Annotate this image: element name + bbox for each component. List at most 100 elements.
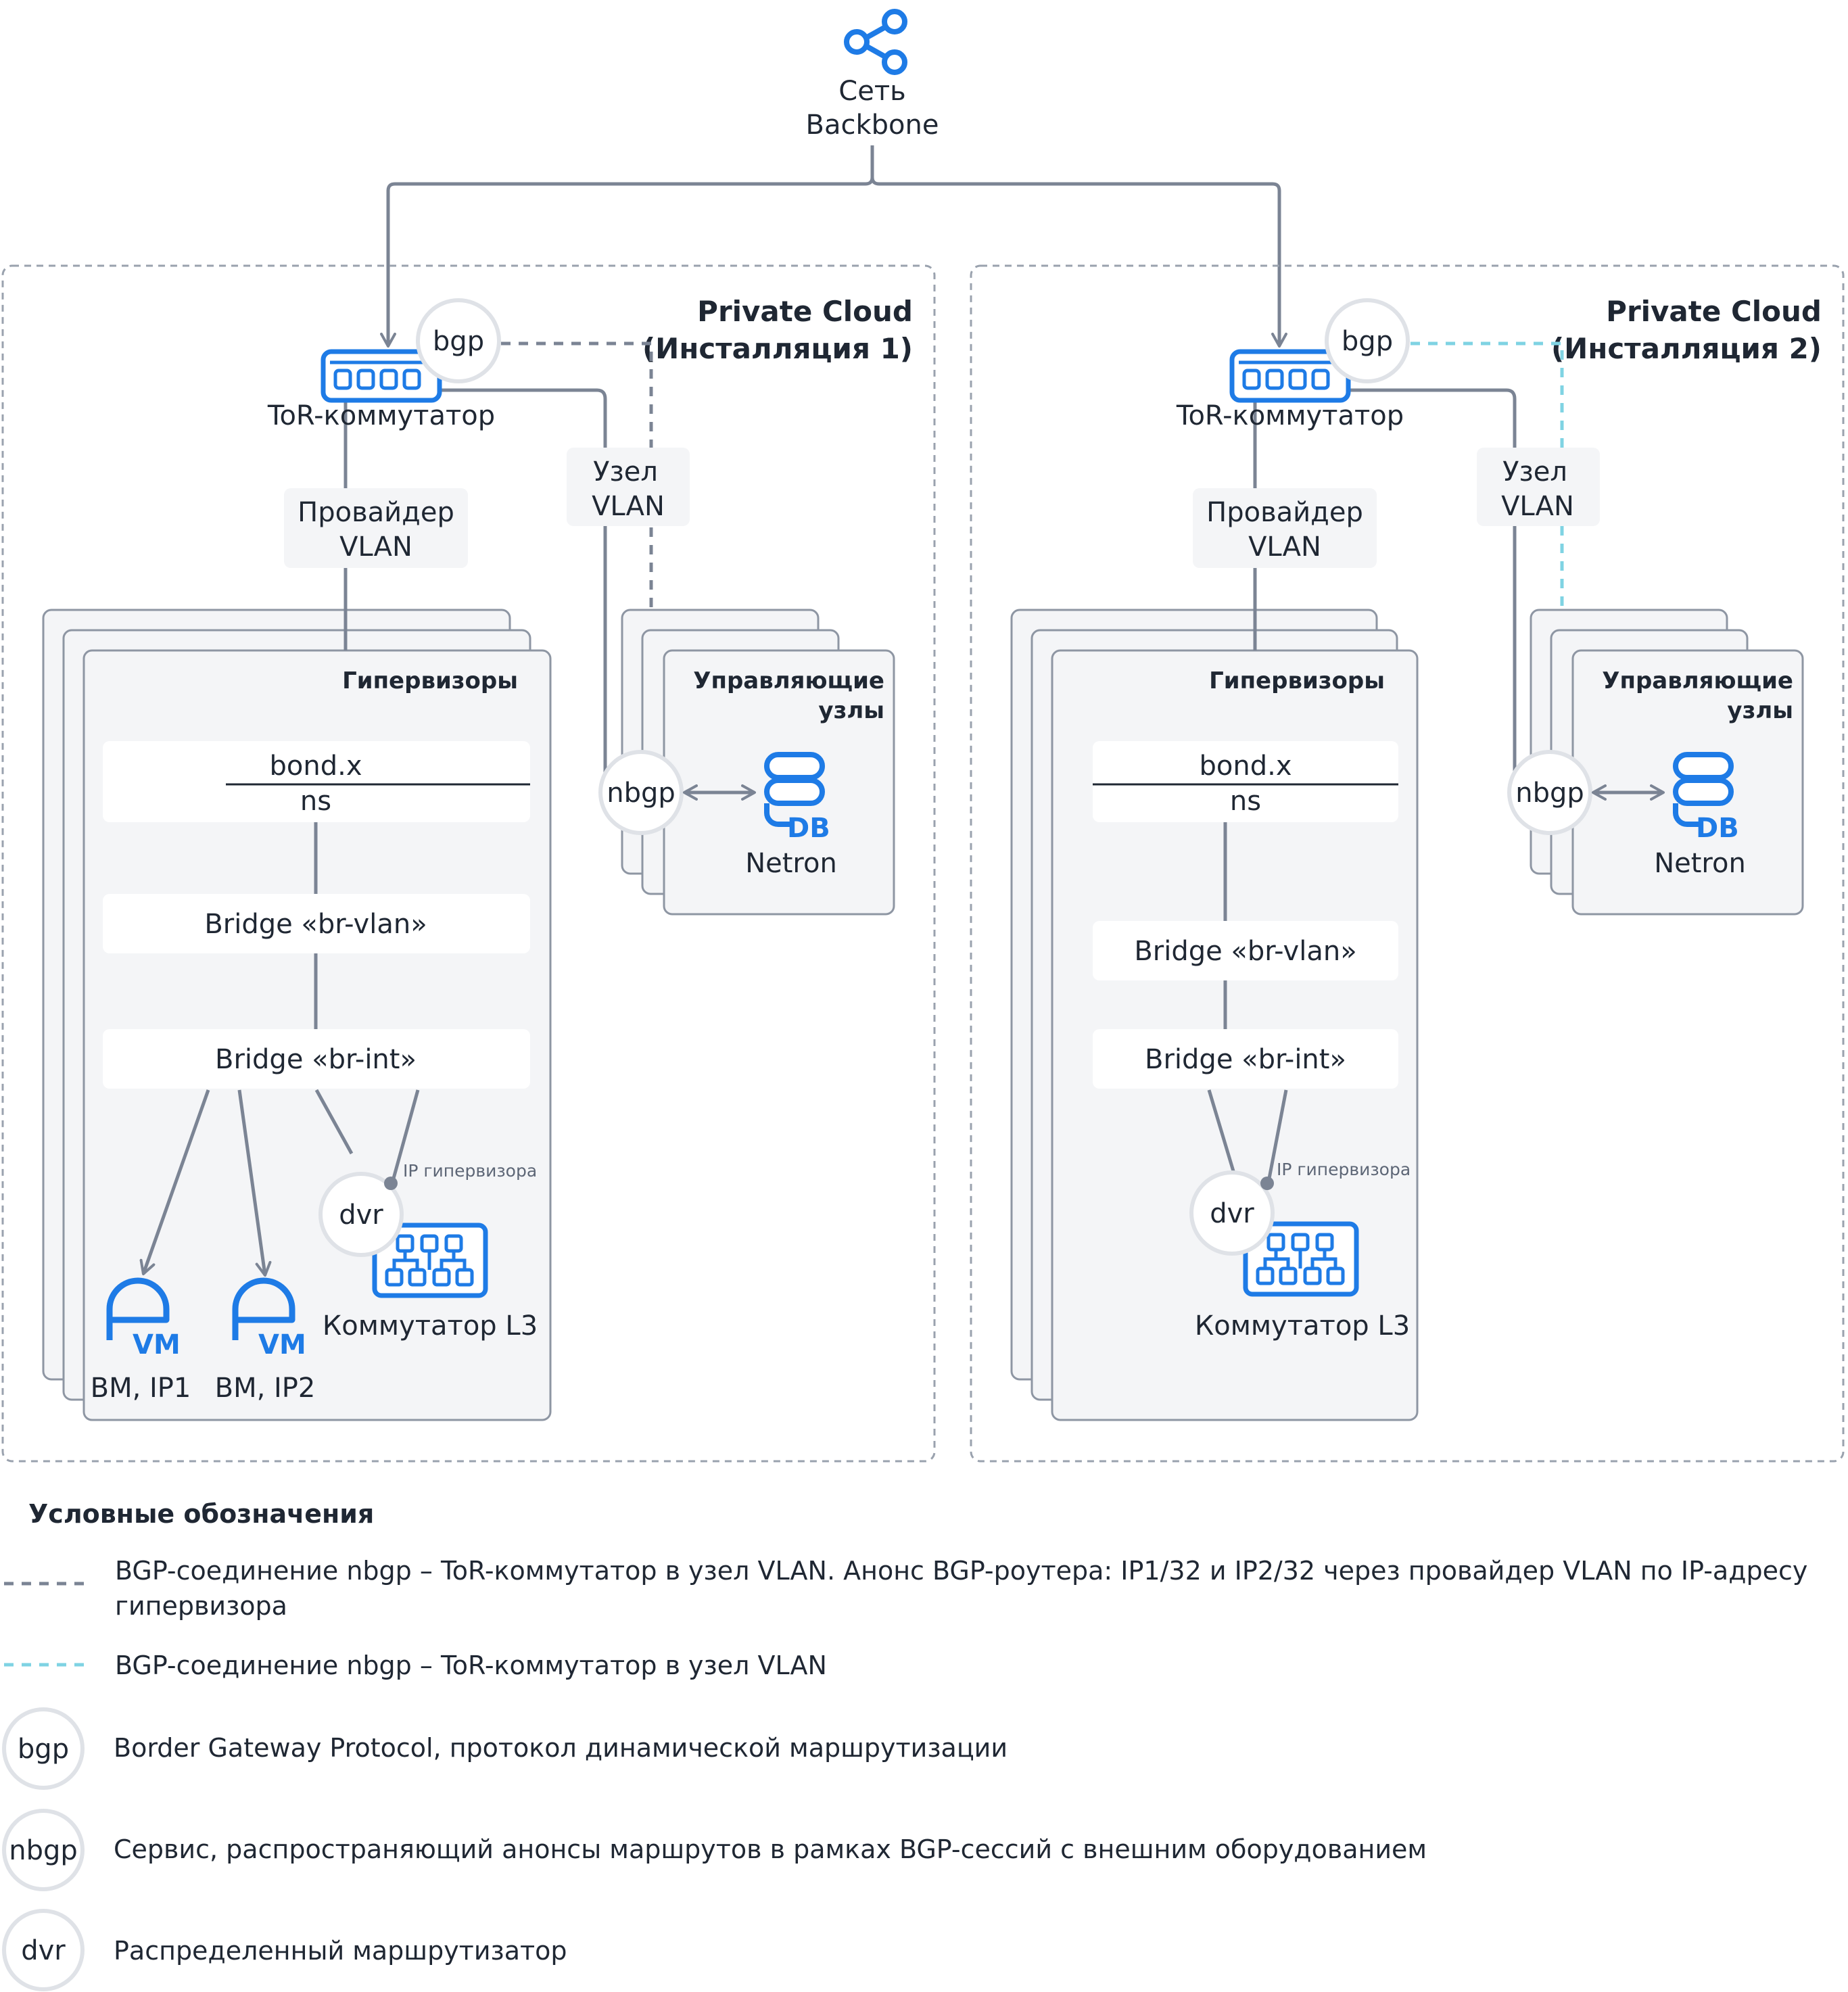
svg-text:Сервис, распространяющий анонс: Сервис, распространяющий анонсы маршруто… [114,1834,1427,1864]
control-title-2: узлы [1727,697,1793,724]
tor-label: ToR-коммутатор [267,400,495,431]
legend-item-dash-gray: BGP-соединение nbgp – ToR-коммутатор в у… [4,1556,1807,1621]
svg-text:Border Gateway Protocol, прото: Border Gateway Protocol, протокол динами… [114,1733,1008,1763]
svg-text:VM: VM [258,1329,306,1360]
svg-text:Провайдер: Провайдер [1206,497,1363,528]
bgp-dashed-gray [501,341,653,776]
svg-text:DB: DB [1696,813,1739,844]
share-network-icon [844,9,907,75]
legend: Условные обозначения BGP-соединение nbgp… [2,1499,1807,1991]
svg-text:Узел: Узел [1502,456,1567,488]
bridge-br-vlan: Bridge «br-vlan» [1093,921,1398,980]
bond-label: bond.x [270,751,362,782]
svg-text:VLAN: VLAN [339,531,412,563]
node-vlan-box: Узел VLAN [567,448,690,526]
br-int-to-vm2 [237,1089,272,1277]
legend-item-dash-cyan: BGP-соединение nbgp – ToR-коммутатор в у… [4,1651,827,1680]
svg-text:nbgp: nbgp [607,778,676,809]
vm-label-2: ВМ, IP2 [215,1373,316,1404]
ns-label: ns [300,786,331,817]
bgp-node: bgp [1325,298,1410,383]
l3-switch-icon [372,1223,488,1298]
svg-text:BGP-соединение nbgp – ToR-комм: BGP-соединение nbgp – ToR-коммутатор в у… [115,1556,1807,1586]
svg-text:bgp: bgp [1342,326,1393,357]
svg-text:VLAN: VLAN [1248,531,1321,563]
node-vlan-box: Узел VLAN [1477,448,1600,526]
svg-text:dvr: dvr [21,1935,66,1966]
backbone: Сеть Backbone [380,9,1287,348]
hypervisors-stack [1010,609,1419,1421]
svg-text:гипервизора: гипервизора [115,1591,287,1621]
netron-label: Netron [745,848,837,879]
bond-label: bond.x [1200,751,1292,782]
svg-text:Распределенный маршрутизатор: Распределенный маршрутизатор [114,1936,567,1966]
dvr-node: dvr [1189,1170,1275,1256]
legend-item-nbgp: nbgp Сервис, распространяющий анонсы мар… [2,1809,1427,1891]
hypervisors-stack [42,609,552,1421]
svg-text:bgp: bgp [433,326,484,357]
cloud-boundary [1,264,936,1463]
cloud-boundary [970,264,1845,1463]
netron-label: Netron [1654,848,1746,879]
svg-text:nbgp: nbgp [1515,778,1584,809]
legend-item-bgp: bgp Border Gateway Protocol, протокол ди… [2,1707,1008,1790]
svg-text:Bridge «br-int»: Bridge «br-int» [215,1044,417,1075]
nbgp-node: nbgp [598,750,684,835]
ns-label: ns [1230,786,1261,817]
control-title-1: Управляющие [1602,667,1793,694]
legend-item-dvr: dvr Распределенный маршрутизатор [2,1909,567,1991]
vm-icon-2: VM [232,1277,306,1360]
bond-box: bond.x ns [1093,741,1398,822]
provider-vlan-box: Провайдер VLAN [284,488,468,568]
vm-label-1: ВМ, IP1 [91,1373,191,1404]
private-cloud-2: Private Cloud (Инсталляция 2) ToR-коммут… [970,264,1845,1463]
l3-switch-icon [1243,1221,1359,1297]
svg-text:Bridge «br-vlan»: Bridge «br-vlan» [204,909,427,940]
svg-text:VLAN: VLAN [592,491,665,522]
bridge-br-int: Bridge «br-int» [1093,1029,1398,1089]
l3-label: Коммутатор L3 [323,1310,538,1342]
database-icon: DB [1673,752,1739,844]
tor-label: ToR-коммутатор [1176,400,1404,431]
tor-to-node-vlan [433,388,607,776]
bridge-br-vlan: Bridge «br-vlan» [103,894,530,953]
cloud-title: Private Cloud [697,295,913,328]
hypervisors-title: Гипервизоры [342,667,518,694]
vm-icon-1: VM [106,1277,181,1360]
svg-text:nbgp: nbgp [9,1835,78,1866]
tor-to-node-vlan [1342,388,1517,776]
svg-text:Bridge «br-vlan»: Bridge «br-vlan» [1134,936,1356,967]
nbgp-node: nbgp [1507,750,1592,835]
control-title-1: Управляющие [693,667,884,694]
bond-box: bond.x ns [103,741,530,822]
backbone-link [386,145,1281,338]
svg-text:Bridge «br-int»: Bridge «br-int» [1145,1044,1346,1075]
tor-switch-icon [1229,349,1351,403]
svg-text:VLAN: VLAN [1501,491,1574,522]
ip-hypervisor-label: IP гипервизора [1277,1160,1411,1179]
svg-text:VM: VM [133,1329,181,1360]
svg-text:dvr: dvr [339,1200,383,1231]
legend-title: Условные обозначения [28,1499,374,1529]
backbone-label-line2: Backbone [806,110,939,141]
svg-text:Провайдер: Провайдер [298,497,454,528]
svg-text:dvr: dvr [1210,1198,1254,1229]
hypervisors-title: Гипервизоры [1209,667,1385,694]
backbone-label-line1: Сеть [838,76,905,107]
cloud-title: Private Cloud [1606,295,1822,328]
svg-text:BGP-соединение nbgp – ToR-комм: BGP-соединение nbgp – ToR-коммутатор в у… [115,1651,827,1680]
hypervisor-ip-dot [1260,1177,1274,1190]
svg-text:Узел: Узел [593,456,658,488]
hypervisor-ip-dot [384,1177,398,1190]
bgp-node: bgp [416,298,501,383]
control-title-2: узлы [818,697,884,724]
br-int-to-vm1 [139,1089,210,1275]
svg-text:DB: DB [787,813,830,844]
provider-vlan-box: Провайдер VLAN [1193,488,1377,568]
database-icon: DB [764,752,830,844]
cloud-subtitle: (Инсталляция 1) [642,332,913,365]
dvr-node: dvr [318,1172,404,1257]
bridge-br-int: Bridge «br-int» [103,1029,530,1089]
private-cloud-1: Private Cloud (Инсталляция 1) ToR-коммут… [1,264,936,1463]
